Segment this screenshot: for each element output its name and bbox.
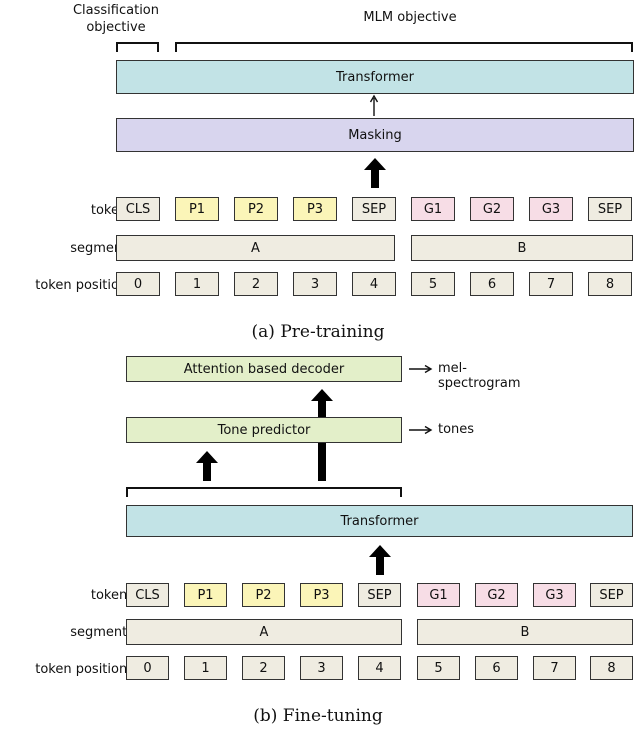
- position-5: 5: [411, 272, 455, 296]
- caption-pretraining: (a) Pre-training: [251, 322, 385, 342]
- position-6: 6: [470, 272, 514, 296]
- position-6: 6: [475, 656, 518, 680]
- token-0: CLS: [126, 583, 169, 607]
- caption-finetuning: (b) Fine-tuning: [253, 706, 383, 726]
- arrow-right-icon: [409, 364, 433, 374]
- masking-block: Masking: [116, 118, 634, 152]
- position-3: 3: [293, 272, 337, 296]
- position-0: 0: [126, 656, 169, 680]
- tone-predictor-block: Tone predictor: [126, 417, 402, 443]
- finetune-bracket: [126, 487, 402, 497]
- mel-spectrogram-label: mel-spectrogram: [438, 361, 521, 391]
- attention-decoder-block: Attention based decoder: [126, 356, 402, 382]
- position-1: 1: [175, 272, 219, 296]
- position-2: 2: [242, 656, 285, 680]
- token-6: G2: [475, 583, 518, 607]
- finetuning-transformer: Transformer: [126, 505, 633, 537]
- token-6: G2: [470, 197, 514, 221]
- segments-label-a: segments: [70, 241, 134, 256]
- segments-label-b: segments: [70, 625, 134, 640]
- token-7: G3: [529, 197, 573, 221]
- token-1: P1: [184, 583, 227, 607]
- token-8: SEP: [588, 197, 632, 221]
- position-7: 7: [529, 272, 573, 296]
- arrow-right-icon-2: [409, 425, 433, 435]
- token-7: G3: [533, 583, 576, 607]
- token-2: P2: [242, 583, 285, 607]
- segment-b-a: B: [411, 235, 633, 261]
- thin-arrow-up-icon: [369, 94, 379, 116]
- segment-a-a: A: [116, 235, 395, 261]
- token-4: SEP: [358, 583, 401, 607]
- pretraining-transformer: Transformer: [116, 60, 634, 94]
- token-2: P2: [234, 197, 278, 221]
- token-3: P3: [300, 583, 343, 607]
- token-8: SEP: [590, 583, 633, 607]
- tokens-label-a: tokens: [90, 203, 134, 218]
- classification-objective-line2: objective: [86, 20, 146, 35]
- position-0: 0: [116, 272, 160, 296]
- position-4: 4: [358, 656, 401, 680]
- thick-arrow-up-icon-2: [196, 451, 218, 481]
- position-3: 3: [300, 656, 343, 680]
- position-8: 8: [588, 272, 632, 296]
- token-5: G1: [411, 197, 455, 221]
- position-4: 4: [352, 272, 396, 296]
- mlm-bracket: [175, 42, 633, 52]
- positions-label-a: token positions: [35, 278, 134, 293]
- position-8: 8: [590, 656, 633, 680]
- token-4: SEP: [352, 197, 396, 221]
- classification-bracket: [116, 42, 159, 52]
- mlm-objective-label: MLM objective: [363, 10, 457, 25]
- segment-b-b: B: [417, 619, 633, 645]
- position-5: 5: [417, 656, 460, 680]
- position-7: 7: [533, 656, 576, 680]
- classification-objective-label: Classification objective: [56, 2, 176, 36]
- positions-label-b: token positions: [35, 662, 134, 677]
- classification-objective-line1: Classification: [72, 3, 160, 18]
- token-0: CLS: [116, 197, 160, 221]
- position-2: 2: [234, 272, 278, 296]
- token-3: P3: [293, 197, 337, 221]
- thick-arrow-up-icon: [364, 158, 386, 188]
- tones-label: tones: [438, 422, 475, 437]
- token-1: P1: [175, 197, 219, 221]
- token-5: G1: [417, 583, 460, 607]
- position-1: 1: [184, 656, 227, 680]
- segment-a-b: A: [126, 619, 402, 645]
- thick-arrow-up-icon-3: [369, 545, 391, 575]
- tokens-label-b: tokens: [90, 588, 134, 603]
